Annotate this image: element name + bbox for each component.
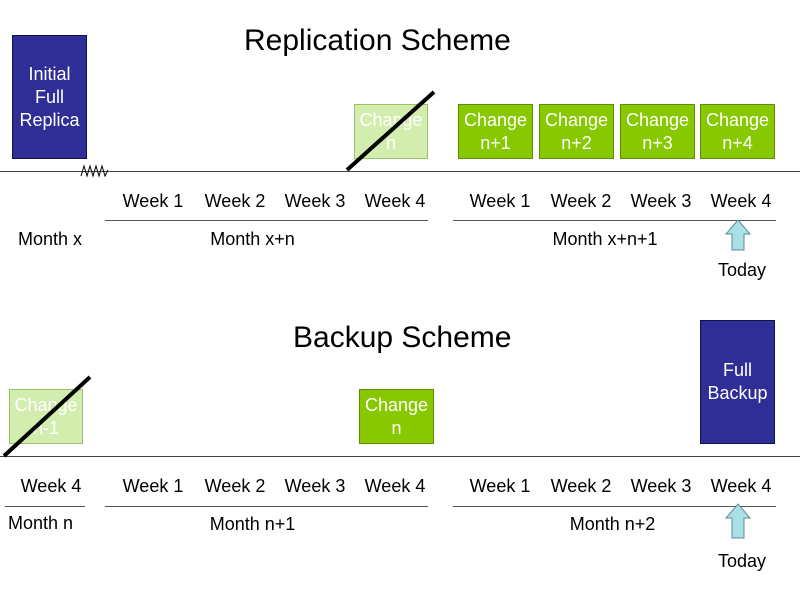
full-backup-box: Full Backup [700,320,775,444]
today-label-backup: Today [717,551,767,571]
week-label: Week 1 [122,476,184,496]
week-label: Week 3 [630,191,692,211]
today-arrow-replication [724,219,752,251]
change-number: n+2 [561,132,592,153]
today-arrow-backup [724,503,752,539]
change-number: n+3 [642,132,673,153]
change-number: n+4 [722,132,753,153]
week-label: Week 4 [364,191,426,211]
week-label: Week 2 [550,191,612,211]
change-label: Change [544,109,609,130]
change-label: Change [705,109,770,130]
change-n-plus-4-box: Change n+4 [700,104,775,159]
timeline-break-mark [80,164,109,178]
change-label: Change [625,109,690,130]
initial-full-replica-box: Initial Full Replica [12,35,87,159]
full-label: Full [34,86,64,107]
full-label: Full [722,360,752,380]
change-n-box-backup: Change n [359,389,434,444]
strike-change-n-replication [345,90,436,172]
initial-label: Initial [28,63,71,84]
replica-label: Replica [19,109,80,130]
week-label: Week 2 [204,476,266,496]
change-n-plus-1-box: Change n+1 [458,104,533,159]
month-n-plus-2-rule [453,506,776,507]
strike-change-n-minus-1 [2,375,92,458]
month-x-plus-n-label: Month x+n [210,229,295,249]
week-label: Week 1 [122,191,184,211]
week-label: Week 2 [204,191,266,211]
backup-title: Backup Scheme [293,321,512,354]
backup-timeline-axis [0,456,800,457]
month-x-plus-n-rule [105,220,428,221]
week-label: Week 4 [20,476,82,496]
week-label: Week 3 [284,191,346,211]
replication-title: Replication Scheme [244,24,511,57]
month-n-plus-1-label: Month n+1 [209,514,296,534]
change-n-plus-3-box: Change n+3 [620,104,695,159]
month-n-plus-2-label: Month n+2 [569,514,656,534]
week-label: Week 1 [469,191,531,211]
week-label: Week 2 [550,476,612,496]
change-number: n [385,132,396,153]
change-label: Change [463,109,528,130]
today-label-replication: Today [717,260,767,280]
month-n-rule [5,506,85,507]
month-x-plus-n-plus-1-label: Month x+n+1 [552,229,658,249]
change-label: Change [14,394,78,415]
week-label: Week 1 [469,476,531,496]
replication-timeline-axis [0,171,800,172]
week-label: Week 3 [630,476,692,496]
month-x-label: Month x [18,229,83,249]
week-label: Week 3 [284,476,346,496]
change-number: n+1 [480,132,511,153]
month-n-plus-1-rule [105,506,428,507]
change-label: Change [364,394,429,415]
change-number: n [391,417,402,438]
week-label: Week 4 [710,191,772,211]
week-label: Week 4 [710,476,772,496]
month-x-plus-n-plus-1-rule [453,220,776,221]
backup-label: Backup [707,383,768,403]
month-n-label: Month n [8,513,74,533]
change-n-plus-2-box: Change n+2 [539,104,614,159]
week-label: Week 4 [364,476,426,496]
